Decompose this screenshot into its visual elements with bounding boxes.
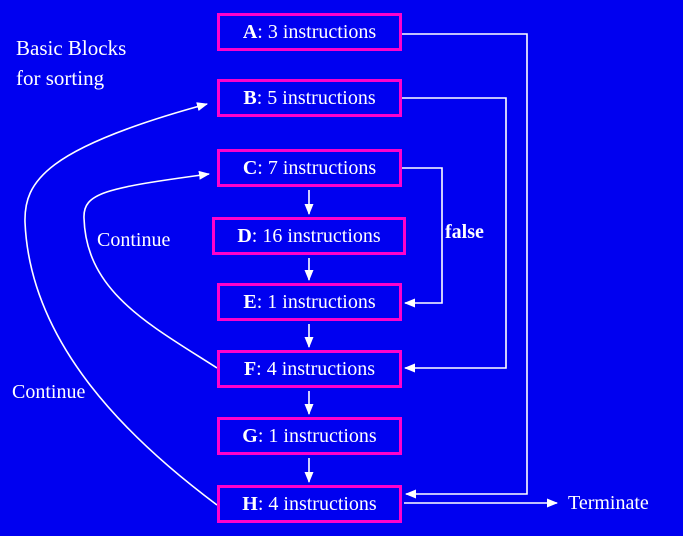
edge-c-to-e-false — [402, 167, 443, 308]
edge-f-to-c-continue — [83, 170, 218, 369]
block-a: A: 3 instructions — [217, 13, 402, 51]
title-line-1: Basic Blocks — [16, 36, 127, 60]
block-g: G: 1 instructions — [217, 417, 402, 455]
block-c: C: 7 instructions — [217, 149, 402, 187]
block-g-text: : 1 instructions — [257, 424, 377, 447]
block-e-text: : 1 instructions — [256, 290, 376, 313]
block-d: D: 16 instructions — [212, 217, 406, 255]
block-e-letter: E — [243, 290, 257, 313]
block-h-text: : 4 instructions — [257, 492, 377, 515]
diagram-title: Basic Blocks for sorting — [16, 33, 126, 93]
block-f-text: : 4 instructions — [256, 357, 376, 380]
edge-b-to-f — [402, 97, 507, 373]
edge-a-to-h — [402, 33, 528, 499]
block-c-letter: C — [242, 156, 258, 179]
block-d-letter: D — [237, 224, 252, 247]
block-f: F: 4 instructions — [217, 350, 402, 388]
title-line-2: for sorting — [16, 66, 105, 90]
block-g-letter: G — [242, 424, 258, 447]
edge-h-to-b-continue — [24, 102, 218, 506]
block-d-text: : 16 instructions — [251, 224, 381, 247]
continue-label-inner: Continue — [97, 229, 171, 251]
block-a-text: : 3 instructions — [257, 20, 377, 43]
block-f-letter: F — [243, 357, 257, 380]
continue-label-outer: Continue — [12, 381, 86, 403]
block-b-letter: B — [243, 86, 257, 109]
block-a-letter: A — [242, 20, 258, 43]
block-b: B: 5 instructions — [217, 79, 402, 117]
block-h-letter: H — [242, 492, 258, 515]
terminate-label: Terminate — [568, 492, 649, 514]
block-e: E: 1 instructions — [217, 283, 402, 321]
block-h: H: 4 instructions — [217, 485, 402, 523]
block-c-text: : 7 instructions — [257, 156, 377, 179]
false-label: false — [445, 221, 484, 243]
block-b-text: : 5 instructions — [256, 86, 376, 109]
